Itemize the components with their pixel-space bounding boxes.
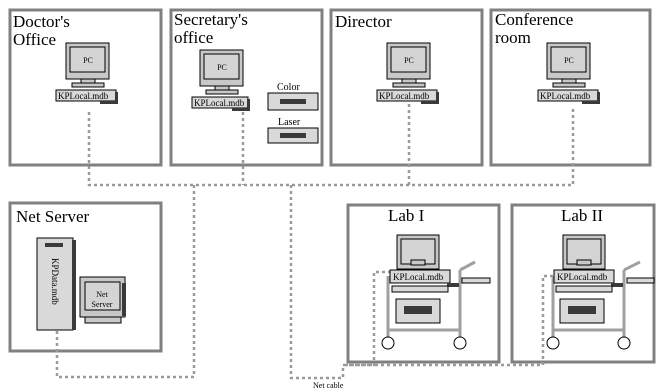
conference-db-label: KPLocal.mdb [540, 91, 591, 101]
lab-2-db-label: KPLocal.mdb [557, 272, 608, 282]
color-printer-label: Color [277, 82, 300, 93]
conference-room-label-line2: room [495, 28, 531, 47]
lab-1-workstation: KPLocal.mdb [381, 234, 491, 350]
doctors-office-label-line2: Office [13, 30, 56, 49]
directors-office-label: Director [335, 12, 392, 31]
secretarys-pc: PC KPLocal.mdb [191, 49, 250, 111]
net-cable-label: Net cable [313, 381, 344, 390]
color-printer: Color [267, 82, 319, 111]
server-monitor-label-1: Net [96, 290, 108, 299]
server-monitor-label-2: Server [92, 300, 113, 309]
secretarys-pc-label: PC [217, 63, 227, 72]
server-db-label: KPData.mdb [50, 258, 60, 305]
lab-1-label: Lab I [388, 206, 425, 225]
directors-pc-label: PC [404, 56, 414, 65]
lab-2-label: Lab II [561, 206, 603, 225]
conference-pc-label: PC [564, 56, 574, 65]
lab-1-db-label: KPLocal.mdb [393, 272, 444, 282]
net-cable-to-labs [289, 185, 556, 380]
lab-2-workstation: KPLocal.mdb [546, 234, 655, 350]
directors-db-label: KPLocal.mdb [379, 91, 430, 101]
doctors-office-label-line1: Doctor's [13, 12, 70, 31]
laser-printer-label: Laser [278, 117, 301, 128]
net-cable-backbone [87, 107, 575, 187]
doctors-db-label: KPLocal.mdb [58, 91, 109, 101]
net-cable-to-server [55, 185, 196, 379]
net-server-label: Net Server [16, 207, 90, 226]
conference-pc: PC KPLocal.mdb [537, 42, 600, 104]
secretarys-db-label: KPLocal.mdb [194, 98, 245, 108]
doctors-pc-label: PC [83, 56, 93, 65]
conference-room-label-line1: Conference [495, 10, 573, 29]
secretarys-office-label-line1: Secretary's [174, 10, 248, 29]
net-server-monitor: Net Server [79, 276, 126, 324]
directors-pc: PC KPLocal.mdb [376, 42, 439, 104]
doctors-pc: PC KPLocal.mdb [55, 42, 118, 104]
secretarys-office-label-line2: office [174, 28, 213, 47]
laser-printer: Laser [267, 117, 319, 144]
net-server-tower: KPData.mdb [36, 237, 76, 331]
